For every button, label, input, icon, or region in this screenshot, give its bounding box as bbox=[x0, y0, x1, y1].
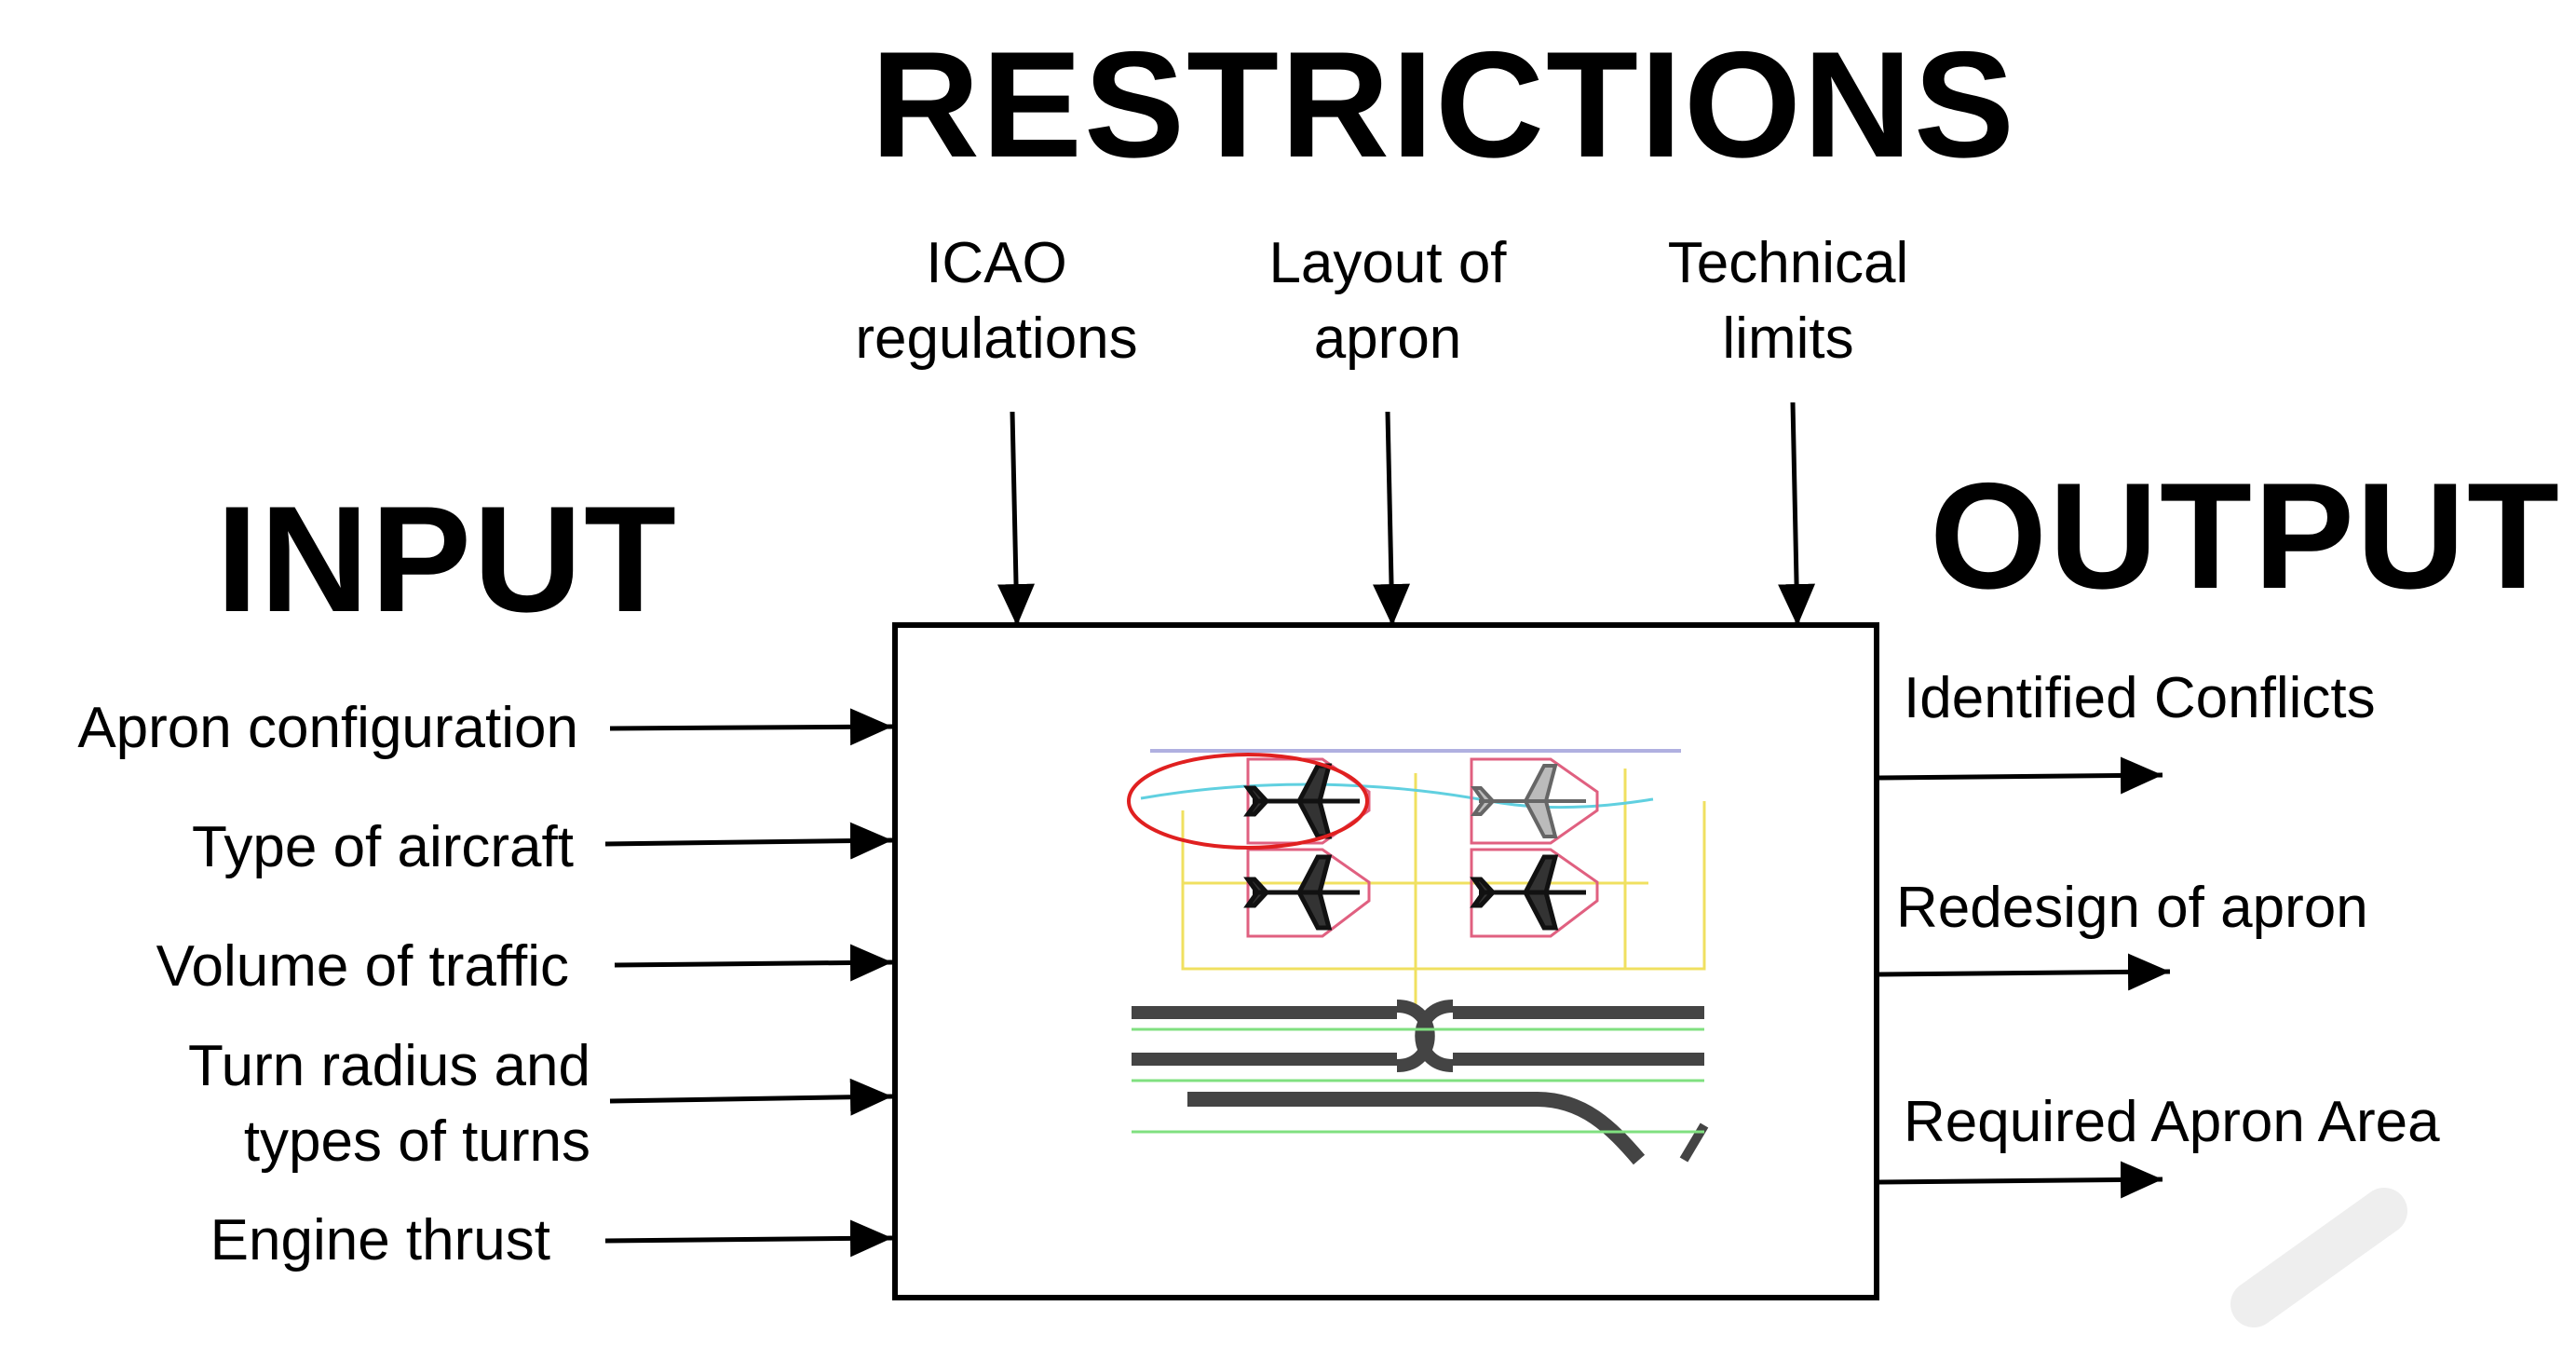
output-arrow-identified-conflicts bbox=[1878, 756, 2163, 795]
restriction-label-layout: Layout of apron bbox=[1211, 226, 1565, 376]
aircraft-stand bbox=[1246, 757, 1371, 845]
input-label-line: Type of aircraft bbox=[191, 815, 574, 879]
output-heading: OUTPUT bbox=[1930, 452, 2561, 620]
restriction-label-line: ICAO bbox=[926, 231, 1067, 295]
output-arrow-redesign-of-apron bbox=[1878, 953, 2171, 991]
input-label-line: Engine thrust bbox=[210, 1208, 550, 1272]
aircraft-stand bbox=[1246, 848, 1371, 938]
output-label-required-apron-area: Required Apron Area bbox=[1904, 1085, 2440, 1161]
input-label-engine-thrust: Engine thrust bbox=[210, 1204, 550, 1279]
output-label-line: Required Apron Area bbox=[1904, 1090, 2440, 1154]
output-label-identified-conflicts: Identified Conflicts bbox=[1904, 661, 2376, 737]
input-label-line: Volume of traffic bbox=[156, 934, 569, 999]
input-label-type-of-aircraft: Type of aircraft bbox=[192, 810, 574, 886]
output-label-line: Redesign of apron bbox=[1896, 876, 2368, 940]
input-arrow-engine-thrust bbox=[604, 1219, 893, 1258]
conflict-highlight-ellipse bbox=[1127, 753, 1369, 850]
input-label-volume-of-traffic: Volume of traffic bbox=[156, 930, 569, 1005]
aircraft-stand bbox=[1470, 757, 1599, 845]
input-label-apron-configuration: Apron configuration bbox=[77, 691, 578, 767]
watermark-stroke bbox=[2230, 1188, 2407, 1327]
aircraft-icon bbox=[1471, 764, 1586, 838]
output-arrow-required-apron-area bbox=[1878, 1161, 2163, 1199]
input-arrow-volume-of-traffic bbox=[614, 944, 893, 982]
restriction-arrow-layout bbox=[1373, 411, 1411, 627]
aircraft-icon bbox=[1470, 854, 1586, 931]
taxi-line bbox=[1181, 801, 1706, 971]
aircraft-icon bbox=[1243, 763, 1360, 839]
restriction-label-line: limits bbox=[1722, 306, 1854, 371]
input-arrow-turn-radius bbox=[609, 1078, 893, 1116]
input-heading: INPUT bbox=[216, 475, 678, 644]
service-line bbox=[1140, 782, 1654, 810]
restriction-label-line: Layout of bbox=[1268, 231, 1507, 295]
apron-layout-sketch bbox=[1127, 749, 1709, 1165]
restriction-label-icao: ICAO regulations bbox=[820, 226, 1173, 376]
process-box bbox=[892, 622, 1879, 1300]
restriction-label-line: Technical bbox=[1667, 231, 1909, 295]
output-label-redesign-of-apron: Redesign of apron bbox=[1896, 871, 2368, 946]
aircraft-stand bbox=[1470, 848, 1599, 938]
aircraft-icon bbox=[1243, 854, 1360, 931]
input-arrow-apron-configuration bbox=[609, 708, 893, 746]
output-label-line: Identified Conflicts bbox=[1904, 666, 2376, 730]
restrictions-heading: RESTRICTIONS bbox=[870, 20, 2017, 189]
input-label-turn-radius: Turn radius and types of turns bbox=[188, 1029, 590, 1179]
input-label-line: types of turns bbox=[243, 1109, 590, 1174]
input-arrow-type-of-aircraft bbox=[604, 822, 893, 860]
input-label-line: Apron configuration bbox=[77, 696, 578, 760]
restriction-label-technical: Technical limits bbox=[1611, 226, 1965, 376]
restriction-arrow-icao bbox=[997, 411, 1036, 627]
input-label-line: Turn radius and bbox=[188, 1034, 590, 1098]
restriction-label-line: apron bbox=[1313, 306, 1462, 371]
restriction-label-line: regulations bbox=[855, 306, 1138, 371]
restriction-arrow-technical bbox=[1778, 401, 1816, 627]
taxiway bbox=[1132, 1000, 1709, 1165]
